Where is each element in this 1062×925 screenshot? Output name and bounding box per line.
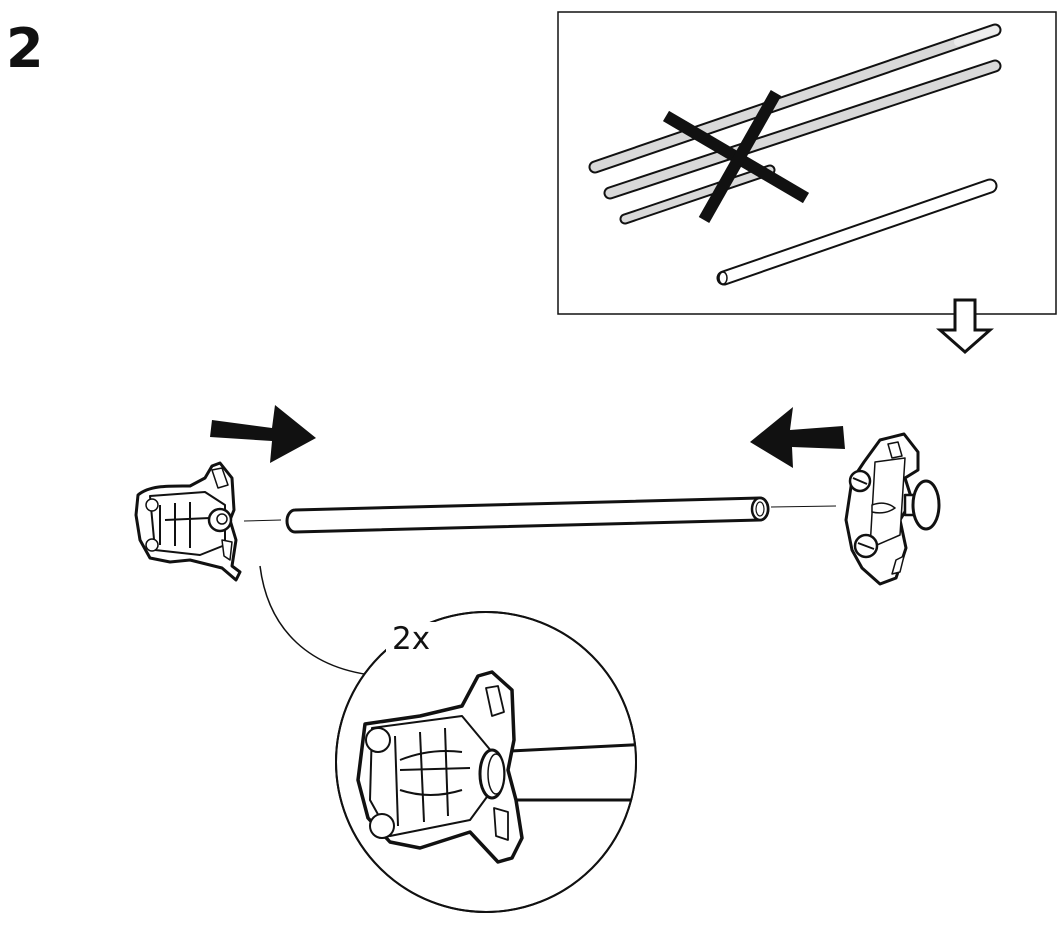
left-end-cap [134,461,242,582]
main-rod [285,496,770,534]
magnifier-callout [335,611,637,913]
adjustment-knob [911,479,941,531]
step-number: 2 [6,17,44,80]
push-arrow-left-icon [750,407,845,468]
rod-selection-inset [557,11,1057,315]
right-end-cap [844,432,941,586]
correct-rod [716,178,998,286]
wrong-choice-x-icon [662,90,810,223]
callout-leader [259,565,381,677]
detail-end-cap [356,670,524,864]
push-arrow-right-icon [210,405,316,463]
guide-line-left [243,519,282,522]
inset-frame [557,11,1057,315]
down-arrow-icon [936,298,994,354]
quantity-label: 2x [392,621,431,657]
guide-line-right [770,505,837,508]
wrong-rods [588,23,1002,225]
